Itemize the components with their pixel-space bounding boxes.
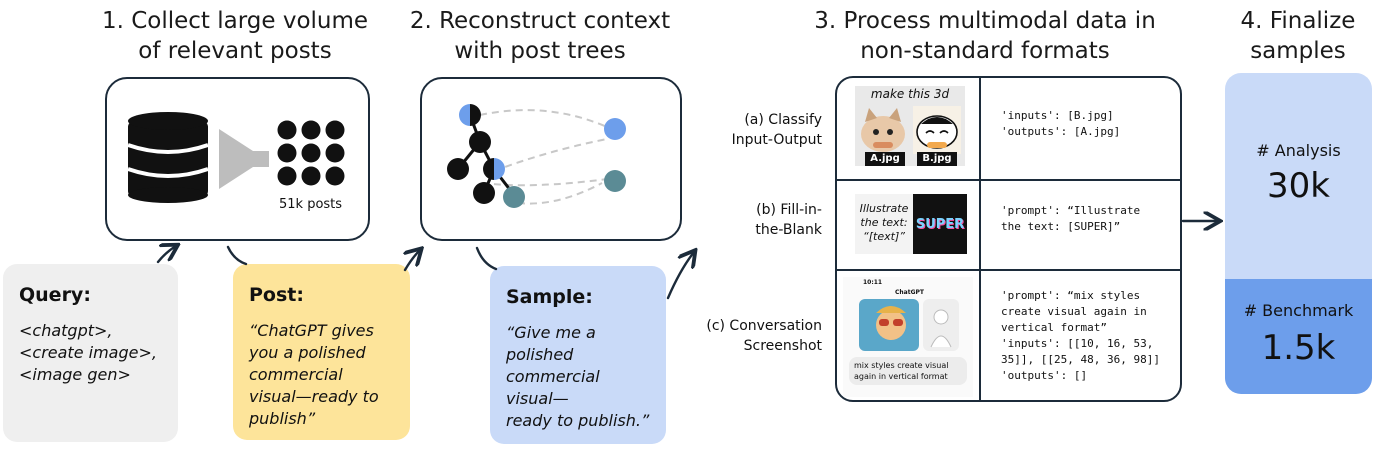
row-label-classify: (a) Classify Input-Output — [731, 112, 822, 148]
step4-title-line2: samples — [1250, 38, 1346, 64]
sample-card: Sample: “Give me a polished commercial v… — [490, 266, 666, 444]
query-card: Query: <chatgpt>, <create image>, <image… — [3, 264, 178, 442]
super-word-image: SUPER — [913, 194, 967, 254]
tag-b-jpg: B.jpg — [917, 152, 957, 166]
fill-blank-line3: “[text]” — [863, 230, 905, 243]
table-row-divider-2 — [837, 269, 1180, 271]
post-count: 51k posts — [279, 197, 343, 212]
step2-title-line2: with post trees — [454, 38, 626, 64]
process-table: make this 3d A.jpg B.jpg 'inputs': [B.jp… — [835, 76, 1182, 402]
step3-title-line2: non-standard formats — [860, 38, 1110, 64]
screenshot-code: 'prompt': “mix styles create visual agai… — [1001, 289, 1160, 382]
step1-title: 1. Collect large volume of relevant post… — [90, 6, 380, 66]
row-label-screenshot: (c) Conversation Screenshot — [706, 318, 822, 354]
benchmark-block: # Benchmark 1.5k — [1225, 279, 1372, 394]
funnel-icon — [219, 129, 269, 189]
classify-code: 'inputs': [B.jpg] 'outputs': [A.jpg] — [1001, 109, 1121, 138]
step2-title-line1: 2. Reconstruct context — [409, 8, 671, 34]
analysis-value: 30k — [1267, 166, 1330, 206]
tag-a-jpg: A.jpg — [865, 152, 905, 166]
step4-title-line1: 4. Finalize — [1240, 8, 1356, 34]
super-word: SUPER — [915, 216, 965, 232]
benchmark-value: 1.5k — [1261, 328, 1336, 368]
classify-caption: make this 3d — [870, 87, 950, 101]
finalize-column: # Analysis 30k # Benchmark 1.5k — [1225, 73, 1372, 394]
screenshot-image: 10:11 ChatGPT mix styles create visual a… — [843, 277, 973, 397]
fill-blank-code: 'prompt': “Illustrate the text: [SUPER]” — [1001, 204, 1141, 233]
row-label-fill-blank: (b) Fill-in- the-Blank — [755, 202, 822, 238]
sunglasses-photo-icon — [859, 299, 919, 351]
post-tree-diagram — [447, 104, 626, 208]
benchmark-label: # Benchmark — [1243, 301, 1354, 320]
tree-frame — [420, 77, 682, 241]
fill-blank-line1: Illustrate — [859, 202, 909, 215]
fill-blank-text: Illustrate the text: “[text]” — [857, 202, 911, 244]
cat-figure-icon — [861, 108, 905, 152]
table-row-divider-1 — [837, 179, 1180, 181]
sample-body: “Give me a polished commercial visual— r… — [506, 323, 650, 430]
step1-title-line1: 1. Collect large volume — [101, 8, 369, 34]
step3-title-line1: 3. Process multimodal data in — [814, 8, 1156, 34]
screenshot-bubble: mix styles create visual again in vertic… — [849, 357, 967, 385]
fill-blank-image: Illustrate the text: “[text]” SUPER — [855, 194, 967, 254]
analysis-label: # Analysis — [1256, 141, 1341, 160]
sketch-photo-icon — [923, 299, 959, 351]
database-icon — [127, 112, 209, 203]
sample-heading: Sample: — [506, 286, 593, 308]
step1-title-line2: of relevant posts — [138, 38, 332, 64]
posts-grid-icon — [277, 120, 345, 186]
post-heading: Post: — [249, 284, 304, 306]
fill-blank-line2: the text: — [860, 216, 908, 229]
query-body: <chatgpt>, <create image>, <image gen> — [19, 321, 157, 384]
screenshot-app: ChatGPT — [895, 289, 925, 296]
step3-title: 3. Process multimodal data in non-standa… — [790, 6, 1180, 66]
step4-title: 4. Finalize samples — [1220, 6, 1376, 66]
cat-drawing-icon — [913, 106, 961, 154]
classify-image: make this 3d A.jpg B.jpg — [855, 86, 965, 166]
post-card: Post: “ChatGPT gives you a polished comm… — [233, 264, 410, 440]
analysis-block: # Analysis 30k — [1225, 73, 1372, 279]
collect-frame: 51k posts — [105, 77, 370, 241]
step2-title: 2. Reconstruct context with post trees — [395, 6, 685, 66]
screenshot-time: 10:11 — [863, 279, 883, 286]
query-heading: Query: — [19, 284, 91, 306]
table-col-divider — [979, 78, 981, 400]
post-body: “ChatGPT gives you a polished commercial… — [249, 321, 379, 428]
